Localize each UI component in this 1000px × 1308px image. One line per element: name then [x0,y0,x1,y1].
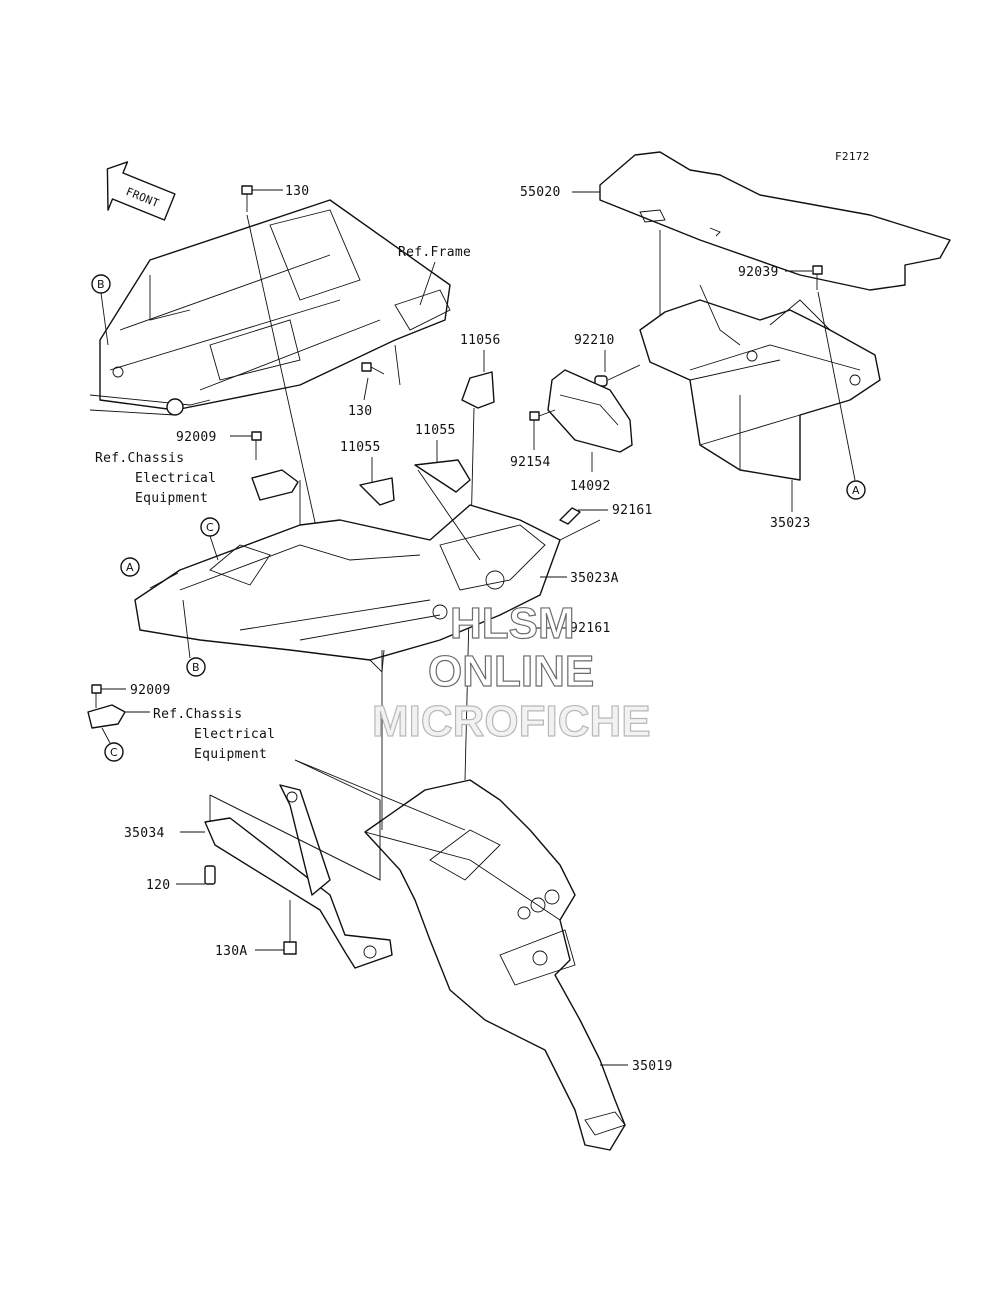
ref-chassis-upper: Ref.Chassis Electrical Equipment [95,451,216,506]
bracket-11055-left: 11055 [340,440,395,506]
label-130-top: 130 [285,184,309,199]
rear-fender-35019: 35019 [364,779,673,1151]
callout-C-bottom-label: C [110,746,118,759]
pad-92161-lower: 92161 [535,621,611,636]
callout-B-bottom-label: B [192,661,200,674]
label-92210: 92210 [574,333,615,348]
label-35034: 35034 [124,826,165,841]
ref-chassis-lower-line3: Equipment [194,747,267,762]
label-92161-upper: 92161 [612,503,653,518]
label-92154: 92154 [510,455,551,470]
ref-frame-label: Ref.Frame [398,245,471,260]
label-11056: 11056 [460,333,501,348]
label-92009-upper: 92009 [176,430,217,445]
callout-A-right-label: A [852,484,860,497]
screw-92009-lower: 92009 [87,683,171,729]
screw-92154: 92154 [510,409,556,470]
callout-C-mid: C [200,517,220,561]
watermark-line3: MICROFICHE [372,697,651,746]
bolt-120: 120 [146,865,216,893]
label-35023: 35023 [770,516,811,531]
bracket-35034: 35034 [124,759,393,969]
label-35023A: 35023A [570,571,619,586]
callout-A-left-label: A [126,561,134,574]
front-arrow-icon: FRONT [106,161,176,221]
callout-B-top-label: B [97,278,105,291]
label-120: 120 [146,878,170,893]
callout-B-bottom: B [182,599,206,677]
label-92039: 92039 [738,265,779,280]
callout-C-bottom: C [101,727,124,762]
bracket-11055-right: 11055 [414,423,471,493]
label-35019: 35019 [632,1059,673,1074]
callout-B-top: B [91,274,111,346]
label-130-mid: 130 [348,404,372,419]
ref-chassis-lower-line1: Ref.Chassis [153,707,242,722]
label-55020: 55020 [520,185,561,200]
callout-A-right: A [846,480,866,500]
ref-chassis-lower: Ref.Chassis Electrical Equipment [153,707,275,762]
cover-55020: 55020 [520,151,951,320]
bolt-130A: 130A [215,900,297,959]
ref-chassis-lower-line2: Electrical [194,727,275,742]
cover-14092: 14092 [547,369,633,494]
screw-92009-upper: 92009 [176,430,299,501]
bracket-11056: 11056 [460,333,501,781]
case-35023: 35023 [639,284,881,531]
label-14092: 14092 [570,479,611,494]
screw-92039: 92039 [738,265,856,481]
ref-chassis-upper-line2: Electrical [135,471,216,486]
assembly-guide-lines [149,469,601,881]
ref-chassis-upper-line1: Ref.Chassis [95,451,184,466]
watermark-line2: ONLINE [428,647,594,696]
callout-A-left: A [120,557,140,577]
pad-92161-upper: 92161 [559,503,653,525]
callout-C-mid-label: C [206,521,214,534]
ref-chassis-upper-line3: Equipment [135,491,208,506]
watermark-line1: HLSM [450,599,575,648]
label-11055-right: 11055 [415,423,456,438]
bolt-130-mid: 130 [348,344,401,419]
frame-assembly [89,199,451,416]
diagram-code: F2172 [835,150,870,163]
label-92161-lower: 92161 [570,621,611,636]
watermark: HLSM ONLINE MICROFICHE [371,598,651,746]
label-92009-lower: 92009 [130,683,171,698]
label-11055-left: 11055 [340,440,381,455]
label-130A: 130A [215,944,248,959]
